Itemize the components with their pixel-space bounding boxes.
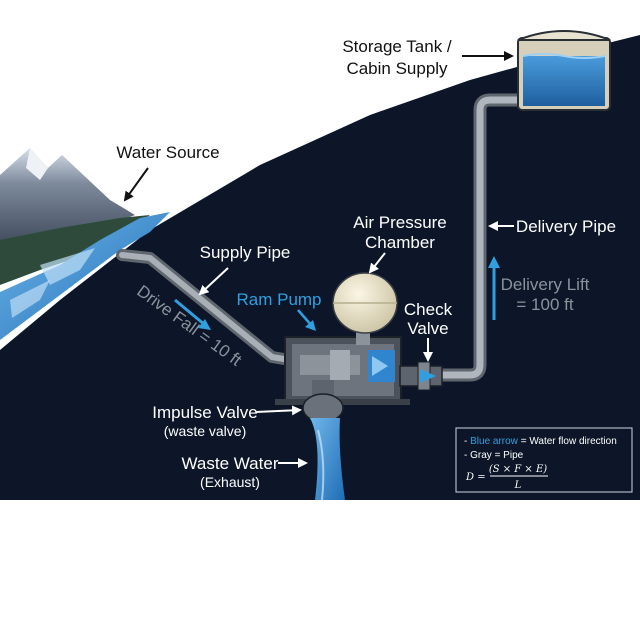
- leader-air-chamber: [368, 252, 386, 274]
- legend-row-gray: - Gray = Pipe: [464, 450, 524, 461]
- check-valve-label-line1: Check: [404, 300, 453, 319]
- legend: - Blue arrow = Water flow direction - Gr…: [455, 427, 633, 493]
- leader-water-source: [123, 167, 149, 202]
- flow-arrow-delivery: [488, 256, 500, 320]
- legend-row-blue: - Blue arrow = Water flow direction: [464, 436, 617, 447]
- waste-water-stream: [310, 418, 345, 500]
- waste-water-label-line2: (Exhaust): [200, 474, 260, 490]
- storage-tank: [517, 30, 611, 111]
- supply-pipe-label: Supply Pipe: [200, 243, 291, 262]
- impulse-valve-label-line1: Impulse Valve: [152, 403, 258, 422]
- check-valve: [399, 361, 443, 391]
- air-chamber-label-line1: Air Pressure: [353, 213, 447, 232]
- ram-pump-body: [275, 336, 410, 405]
- flow-arrow-supply: [174, 298, 211, 330]
- storage-tank-label-line1: Storage Tank /: [342, 37, 452, 56]
- air-pressure-chamber: [332, 272, 398, 345]
- waste-water-label-line1: Waste Water: [182, 454, 279, 473]
- air-chamber-label-line2: Chamber: [365, 233, 435, 252]
- legend-gray: Gray: [470, 450, 492, 461]
- river: [0, 212, 170, 340]
- legend-blue-arrow-meaning: = Water flow direction: [521, 436, 617, 447]
- legend-formula-lhs: D =: [465, 472, 486, 483]
- storage-tank-label-line2: Cabin Supply: [346, 59, 448, 78]
- leader-supply-pipe: [198, 267, 229, 296]
- leader-impulse-valve: [255, 405, 302, 416]
- legend-box: [455, 427, 633, 493]
- delivery-lift-label-line1: Delivery Lift: [501, 275, 590, 294]
- delivery-lift-label-line2: = 100 ft: [516, 295, 573, 314]
- delivery-pipe-label: Delivery Pipe: [516, 217, 616, 236]
- legend-blue-arrow: Blue arrow: [470, 436, 519, 447]
- mountain: [0, 148, 150, 285]
- water-source-label: Water Source: [116, 143, 219, 162]
- check-valve-label-line2: Valve: [407, 319, 448, 338]
- impulse-valve-label-line2: (waste valve): [164, 423, 246, 439]
- legend-formula-numerator: (S × F × E): [489, 464, 547, 475]
- ram-pump-label: Ram Pump: [236, 290, 321, 309]
- legend-gray-meaning: = Pipe: [495, 450, 524, 461]
- legend-formula-denominator: L: [514, 480, 522, 491]
- flow-arrow-ram-pump: [297, 309, 316, 331]
